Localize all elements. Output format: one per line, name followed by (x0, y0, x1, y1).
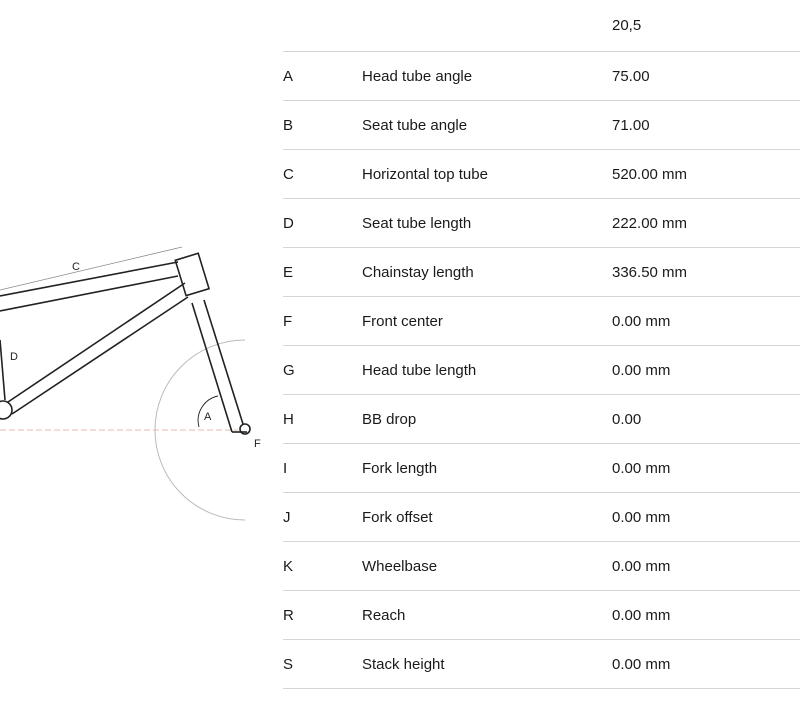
row-value: 336.50 mm (612, 264, 688, 281)
frame-geometry-diagram: C D A F (0, 246, 261, 521)
table-row: I Fork length 0.00 mm (283, 444, 800, 493)
row-value: 0.00 mm (612, 460, 671, 477)
head-tube (174, 252, 211, 297)
table-row: K Wheelbase 0.00 mm (283, 542, 800, 591)
row-key: K (283, 558, 294, 575)
label-a: A (204, 411, 212, 423)
row-value: 222.00 mm (612, 215, 688, 232)
row-value: 0.00 mm (612, 509, 671, 526)
row-key: C (283, 166, 294, 183)
row-name: Seat tube length (362, 215, 472, 232)
row-name: BB drop (362, 411, 417, 428)
row-key: R (283, 607, 294, 624)
row-name: Chainstay length (362, 264, 474, 281)
row-key: S (283, 656, 294, 673)
row-value: 0.00 mm (612, 362, 671, 379)
row-key: J (283, 509, 291, 526)
fork (191, 299, 247, 433)
table-row: E Chainstay length 336.50 mm (283, 248, 800, 297)
bottom-bracket (0, 400, 13, 420)
row-key: A (283, 68, 294, 85)
row-name: Reach (362, 607, 406, 624)
row-key: B (283, 117, 294, 134)
row-value: 520.00 mm (612, 166, 688, 183)
row-value: 71.00 (612, 117, 650, 134)
label-c: C (72, 261, 80, 273)
down-tube (7, 282, 189, 415)
table-row: F Front center 0.00 mm (283, 297, 800, 346)
row-key: E (283, 264, 294, 281)
row-value: 75.00 (612, 68, 650, 85)
table-row: G Head tube length 0.00 mm (283, 346, 800, 395)
row-name: Wheelbase (362, 558, 438, 575)
table-row: C Horizontal top tube 520.00 mm (283, 150, 800, 199)
size-header: 20,5 (612, 17, 642, 34)
table-header: 20,5 (283, 0, 800, 52)
row-value: 0.00 mm (612, 607, 671, 624)
row-key: I (283, 460, 288, 477)
row-name: Head tube angle (362, 68, 473, 85)
row-name: Fork length (362, 460, 438, 477)
table-row: H BB drop 0.00 (283, 395, 800, 444)
row-value: 0.00 mm (612, 558, 671, 575)
table-row: A Head tube angle 75.00 (283, 52, 800, 101)
head-angle-arc (197, 395, 219, 428)
seat-tube (0, 339, 6, 401)
row-name: Stack height (362, 656, 445, 673)
table-row: B Seat tube angle 71.00 (283, 101, 800, 150)
row-value: 0.00 mm (612, 313, 671, 330)
dimension-c-line (0, 246, 183, 291)
top-tube (0, 261, 179, 312)
row-key: D (283, 215, 294, 232)
label-f: F (254, 438, 261, 450)
label-d: D (10, 351, 18, 363)
row-name: Horizontal top tube (362, 166, 488, 183)
table-row: R Reach 0.00 mm (283, 591, 800, 640)
table-row: D Seat tube length 222.00 mm (283, 199, 800, 248)
row-key: H (283, 411, 294, 428)
table-row: S Stack height 0.00 mm (283, 640, 800, 689)
row-name: Seat tube angle (362, 117, 468, 134)
table-row: J Fork offset 0.00 mm (283, 493, 800, 542)
row-value: 0.00 (612, 411, 642, 428)
row-value: 0.00 mm (612, 656, 671, 673)
row-key: G (283, 362, 295, 379)
row-name: Head tube length (362, 362, 477, 379)
front-axle (239, 423, 251, 435)
row-name: Fork offset (362, 509, 433, 526)
row-key: F (283, 313, 293, 330)
row-name: Front center (362, 313, 443, 330)
